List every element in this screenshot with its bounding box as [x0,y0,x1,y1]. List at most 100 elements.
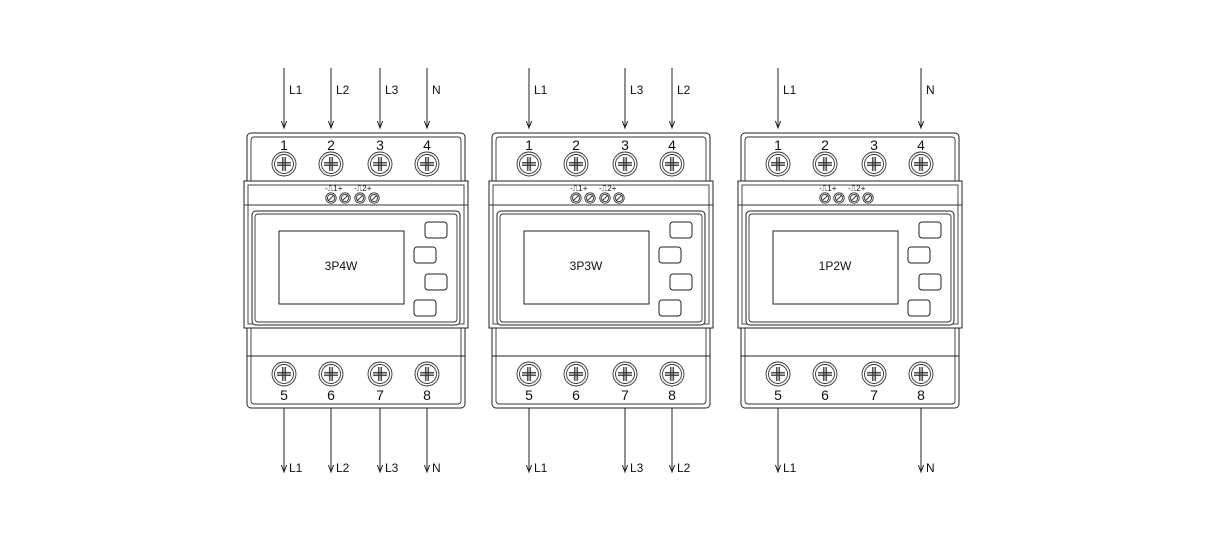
pulse-screw-icon [584,192,596,204]
terminal-screw-icon [612,151,638,177]
wire-arrow-icon [917,120,925,130]
wire-label: L3 [630,461,644,475]
wire-label: L1 [289,461,303,475]
wire-label: L1 [534,461,548,475]
wire-arrow-icon [423,464,431,474]
pulse-screw-icon [354,192,366,204]
pulse-screw-icon [819,192,831,204]
bottom-wire: L2 [668,408,691,475]
display-mode-label: 3P3W [570,259,603,273]
terminal-number-top: 2 [821,137,829,153]
wire-arrow-icon [327,464,335,474]
panel-button-3 [424,273,448,291]
pulse-screw-icon [848,192,860,204]
panel-button-2 [413,246,437,264]
wire-arrow-icon [280,120,288,130]
terminal-number-top: 4 [917,137,925,153]
terminal-number-bottom: 7 [870,387,878,403]
terminal-number-bottom: 6 [572,387,580,403]
panel-button-4 [413,299,437,317]
wire-arrow-icon [423,120,431,130]
panel-button-3 [669,273,693,291]
terminal-screw-icon [318,151,344,177]
terminal-screw-icon [318,361,344,387]
wire-arrow-icon [280,464,288,474]
terminal-number-bottom: 7 [621,387,629,403]
front-panel-inner [254,213,458,323]
terminal-number-top: 4 [668,137,676,153]
wire-arrow-icon [376,464,384,474]
panel-button-4 [907,299,931,317]
panel-button-3 [918,273,942,291]
panel-button-1 [918,221,942,239]
wire-label: N [432,83,441,97]
terminal-screw-icon [861,361,887,387]
terminal-screw-icon [612,361,638,387]
lcd-screen [772,230,899,305]
wire-label: L2 [336,461,350,475]
bottom-wire: L1 [525,408,548,475]
wire-label: L1 [783,83,797,97]
display-mode-label: 3P4W [325,259,358,273]
wire-arrow-icon [525,120,533,130]
terminal-screw-icon [367,361,393,387]
terminal-number-top: 4 [423,137,431,153]
wire-label: N [926,461,935,475]
pulse-screw-icon [368,192,380,204]
pulse-output-label-2: -⎍2+ [848,184,866,193]
bottom-wire: N [423,408,441,475]
top-wire: L3 [376,68,399,130]
terminal-number-bottom: 7 [376,387,384,403]
wire-label: L3 [630,83,644,97]
terminal-screw-icon [659,151,685,177]
panel-button-2 [907,246,931,264]
terminal-number-top: 3 [870,137,878,153]
terminal-screw-icon [271,151,297,177]
terminal-screw-icon [414,151,440,177]
terminal-screw-icon [812,361,838,387]
terminal-number-bottom: 5 [774,387,782,403]
lcd-display: 3P3W [523,230,650,305]
terminal-screw-icon [908,151,934,177]
wire-arrow-icon [917,464,925,474]
terminal-number-top: 2 [327,137,335,153]
pulse-screw-icon [599,192,611,204]
wire-label: L1 [289,83,303,97]
terminal-number-bottom: 8 [668,387,676,403]
terminal-screw-icon [516,151,542,177]
wire-arrow-icon [621,464,629,474]
pulse-output-label-2: -⎍2+ [354,184,372,193]
terminal-number-top: 2 [572,137,580,153]
terminal-number-top: 3 [376,137,384,153]
wire-arrow-icon [668,464,676,474]
terminal-number-bottom: 8 [917,387,925,403]
top-wire: N [917,68,935,130]
lcd-display: 1P2W [772,230,899,305]
wire-arrow-icon [327,120,335,130]
display-mode-label: 1P2W [819,259,852,273]
terminal-number-top: 1 [774,137,782,153]
bottom-wire: L1 [280,408,303,475]
terminal-number-top: 1 [525,137,533,153]
terminal-number-bottom: 6 [821,387,829,403]
front-panel-inner [748,213,952,323]
terminal-number-bottom: 8 [423,387,431,403]
pulse-screw-icon [833,192,845,204]
wire-label: L1 [534,83,548,97]
terminal-screw-icon [765,151,791,177]
pulse-screw-icon [862,192,874,204]
top-wire: L2 [668,68,691,130]
bottom-wire: L2 [327,408,350,475]
terminal-screw-icon [908,361,934,387]
wire-label: L3 [385,461,399,475]
pulse-output-label-1: -⎍1+ [570,184,588,193]
panel-button-4 [658,299,682,317]
wire-label: L2 [336,83,350,97]
terminal-screw-icon [271,361,297,387]
terminal-number-bottom: 6 [327,387,335,403]
pulse-screw-icon [339,192,351,204]
